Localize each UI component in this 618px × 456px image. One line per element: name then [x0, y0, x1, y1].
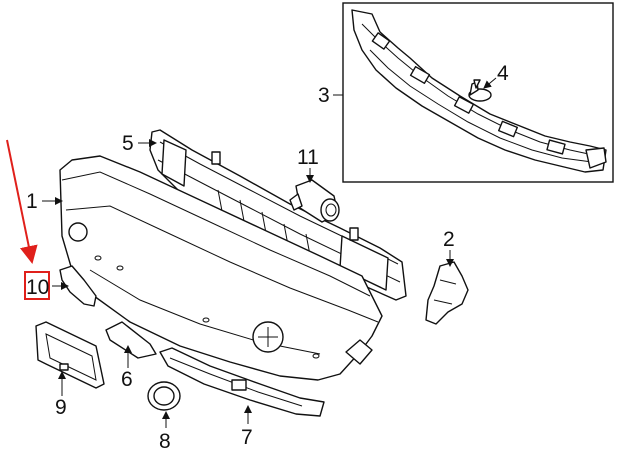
highlight-arrow	[6, 139, 38, 264]
callout-3: 3	[318, 84, 330, 107]
callout-7: 7	[241, 426, 253, 449]
leader-lines	[42, 77, 497, 428]
callout-9: 9	[55, 396, 67, 419]
callout-2: 2	[443, 228, 455, 251]
callout-1: 1	[26, 190, 38, 213]
part-8-ring	[147, 381, 181, 411]
part-4-pin	[468, 79, 492, 102]
highlight-box	[24, 271, 50, 300]
callout-10: 10	[26, 276, 49, 299]
part-6-bracket	[105, 321, 157, 359]
part-7-strip	[159, 347, 325, 417]
callout-8: 8	[159, 430, 171, 453]
callout-11: 11	[297, 146, 319, 169]
part-3-absorber	[351, 9, 607, 173]
callout-4: 4	[497, 62, 509, 85]
part-9-plate-bracket	[35, 321, 105, 389]
part-5-reinforcement	[149, 129, 407, 301]
part-2-bracket	[425, 261, 469, 325]
part-1-bumper-cover	[59, 155, 383, 381]
callout-6: 6	[121, 368, 133, 391]
part-11-sensor	[289, 179, 340, 223]
callout-5: 5	[122, 132, 134, 155]
